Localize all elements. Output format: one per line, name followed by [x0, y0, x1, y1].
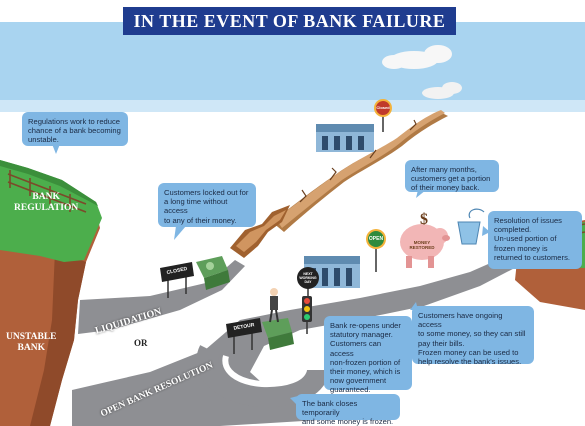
bubble-tail [174, 226, 186, 240]
bubble-locked-out: Customers locked out for a long time wit… [158, 183, 256, 227]
detour-loop-inner [222, 355, 307, 388]
fence [7, 170, 87, 213]
bubble-closes-temporarily: The bank closes temporarily and some mon… [296, 394, 400, 426]
unstable-bank-label: UNSTABLE BANK [6, 332, 57, 353]
distant-road-surface [276, 110, 445, 228]
cloud-icon [382, 45, 452, 69]
page-title: IN THE EVENT OF BANK FAILURE [123, 7, 456, 35]
cliff-grass [0, 160, 102, 262]
detour-loop [196, 345, 329, 408]
closed-sign-liquidation [160, 262, 194, 298]
crack-lines [299, 119, 417, 203]
sky [0, 22, 585, 112]
bubble-tail [416, 190, 426, 198]
bubble-ongoing-access: Customers have ongoing access to some mo… [412, 306, 534, 366]
svg-text:$: $ [420, 211, 428, 228]
or-label: OR [134, 338, 148, 348]
bubble-regulations: Regulations work to reduce chance of a b… [22, 112, 128, 146]
bubble-tail [52, 144, 60, 154]
sky-fade [0, 100, 585, 112]
money-restored-text: MONEY RESTORED [409, 240, 435, 250]
detour-sign [226, 318, 262, 354]
bubble-tail [482, 226, 490, 236]
bubble-after-months: After many months, customers get a porti… [405, 160, 499, 192]
closed-top-sign-text: Closed [376, 105, 390, 110]
cloud-icon [422, 82, 462, 99]
bank-regulation-label: BANK REGULATION [14, 192, 79, 213]
bubble-resolution-completed: Resolution of issues completed. Un-used … [488, 211, 582, 269]
open-sign [366, 229, 386, 272]
person-icon [269, 288, 279, 323]
liquidation-road [78, 260, 245, 334]
traffic-light-icon [302, 296, 312, 334]
next-working-day-text: NEXT WORKING DAY [299, 272, 317, 284]
broken-road-top [236, 210, 286, 252]
resolution-road [72, 250, 530, 426]
distant-road [272, 112, 448, 232]
open-sign-text: OPEN [368, 236, 384, 242]
cliff-shade [30, 250, 86, 426]
cliff-grass-edge [0, 160, 98, 206]
next-working-day-sign [297, 267, 319, 296]
money-block-icon [262, 318, 294, 350]
bank-building-top [316, 124, 374, 152]
closed-sign-top [374, 99, 392, 132]
bubble-reopens: Bank re-opens under statutory manager. C… [324, 316, 412, 394]
money-block-icon [196, 256, 230, 290]
piggy-bank-icon: $ [400, 211, 450, 268]
bucket-icon [457, 208, 485, 245]
